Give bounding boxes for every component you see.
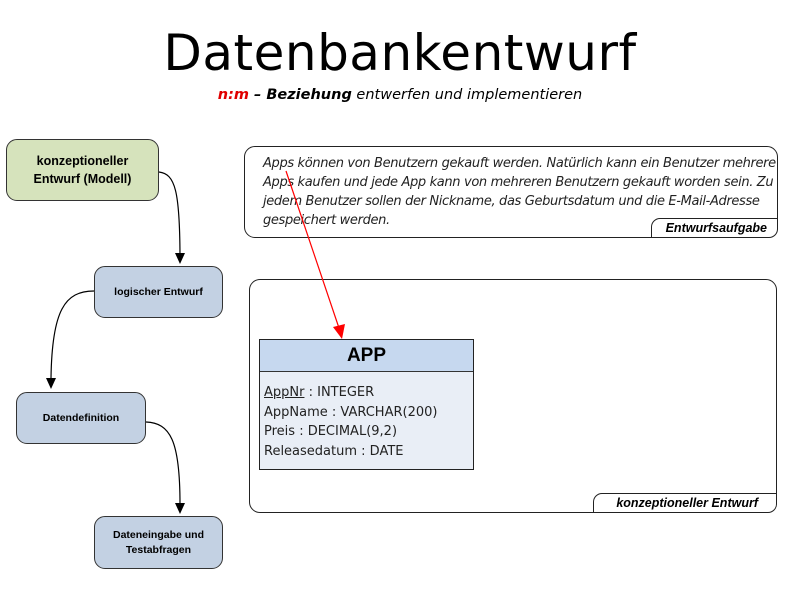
flow-step-label: Entwurf (Modell) <box>33 172 132 186</box>
entity-attribute: AppNr : INTEGER <box>264 383 473 403</box>
flow-arrow-1-head <box>175 253 185 264</box>
flow-arrow-1 <box>158 171 181 261</box>
flow-step-datendefinition[interactable]: Datendefinition <box>16 392 146 444</box>
task-box: Apps können von Benutzern gekauft werden… <box>244 146 778 238</box>
attribute-name: Preis <box>264 424 296 439</box>
entity-name: APP <box>260 340 473 372</box>
flow-arrow-3 <box>145 421 181 505</box>
entity-attributes: AppNr : INTEGER AppName : VARCHAR(200) P… <box>260 372 473 461</box>
flow-step-label: Testabfragen <box>125 543 192 556</box>
attribute-name: Releasedatum <box>264 443 358 459</box>
subtitle-nm: n:m <box>217 87 249 103</box>
attribute-type: : DECIMAL(9,2) <box>295 424 398 439</box>
flow-arrow-2 <box>50 290 95 379</box>
entity-attribute: Releasedatum : DATE <box>264 442 473 462</box>
entity-app[interactable]: APP AppNr : INTEGER AppName : VARCHAR(20… <box>259 339 474 470</box>
attribute-name: AppNr <box>264 385 305 400</box>
subtitle-rest: entwerfen und implementieren <box>351 87 583 103</box>
page-title: Datenbankentwurf <box>163 24 637 82</box>
flow-step-logischer-entwurf[interactable]: logischer Entwurf <box>94 266 223 318</box>
attribute-type: : INTEGER <box>304 385 375 400</box>
entity-attribute: AppName : VARCHAR(200) <box>264 403 473 423</box>
flow-step-label: Dateneingabe und <box>112 528 204 541</box>
concept-tab-label: konzeptioneller Entwurf <box>593 493 777 513</box>
subtitle-dash: – <box>248 87 267 103</box>
flow-arrow-2-head <box>46 378 56 389</box>
attribute-type: : DATE <box>357 443 404 459</box>
attribute-type: : VARCHAR(200) <box>327 404 438 420</box>
flow-step-label: konzeptioneller <box>36 154 129 168</box>
flow-step-label: logischer Entwurf <box>114 286 203 298</box>
attribute-name: AppName <box>264 404 328 420</box>
flow-arrow-3-head <box>175 503 185 514</box>
concept-box: konzeptioneller Entwurf <box>249 279 777 513</box>
flow-step-label: Datendefinition <box>42 412 120 424</box>
entity-attribute: Preis : DECIMAL(9,2) <box>264 422 473 442</box>
task-tab-label: Entwurfsaufgabe <box>650 218 778 238</box>
subtitle-bold: Beziehung <box>266 87 352 103</box>
page-subtitle: n:m – Beziehung entwerfen und implementi… <box>0 87 800 103</box>
